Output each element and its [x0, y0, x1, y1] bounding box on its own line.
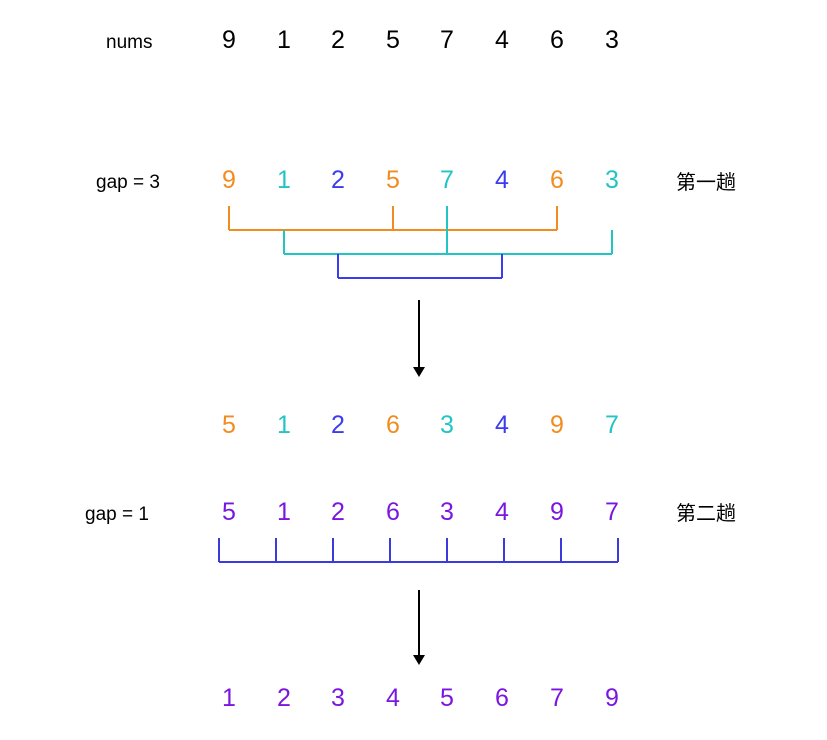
pass1-label: 第一趟: [676, 171, 736, 194]
result-value: 6: [495, 684, 509, 712]
gap1-value: 7: [605, 498, 619, 526]
gap1-value: 3: [440, 498, 454, 526]
number-rows: 9 1 2 5 7 4 6 3 9 1 2 5 7 4 6 3 5 1 2 6 3 4 9 7 5 1 2 6 3 4 9 7 1 2 3 4 5 6 7 9: [222, 26, 619, 712]
after-pass1-value: 9: [550, 411, 564, 439]
gap1-value: 4: [495, 498, 509, 526]
nums-value: 9: [222, 26, 236, 54]
group-brackets: [218, 206, 619, 563]
nums-value: 4: [495, 26, 509, 54]
gap3-value: 7: [440, 166, 454, 194]
nums-value: 1: [277, 26, 291, 54]
nums-value: 3: [605, 26, 619, 54]
gap3-value: 1: [277, 166, 291, 194]
after-pass1-value: 6: [386, 411, 400, 439]
gap3-value: 3: [605, 166, 619, 194]
result-value: 3: [331, 684, 345, 712]
after-pass1-value: 7: [605, 411, 619, 439]
after-pass1-value: 4: [495, 411, 509, 439]
gap3-value: 6: [550, 166, 564, 194]
nums-label: nums: [106, 32, 152, 53]
gap3-value: 5: [386, 166, 400, 194]
result-value: 1: [222, 684, 236, 712]
after-pass1-value: 5: [222, 411, 236, 439]
gap1-label: gap = 1: [85, 504, 149, 525]
nums-value: 5: [386, 26, 400, 54]
after-pass1-value: 3: [440, 411, 454, 439]
nums-value: 7: [440, 26, 454, 54]
nums-value: 6: [550, 26, 564, 54]
gap1-value: 2: [331, 498, 345, 526]
after-pass1-value: 1: [277, 411, 291, 439]
gap1-value: 5: [222, 498, 236, 526]
result-value: 7: [550, 684, 564, 712]
after-pass1-value: 2: [331, 411, 345, 439]
result-value: 5: [440, 684, 454, 712]
gap1-value: 1: [277, 498, 291, 526]
gap3-label: gap = 3: [96, 172, 160, 193]
gap3-value: 4: [495, 166, 509, 194]
result-value: 9: [605, 684, 619, 712]
gap1-value: 9: [550, 498, 564, 526]
pass2-label: 第二趟: [676, 502, 736, 525]
nums-value: 2: [331, 26, 345, 54]
gap3-value: 2: [331, 166, 345, 194]
gap3-value: 9: [222, 166, 236, 194]
gap1-value: 6: [386, 498, 400, 526]
result-value: 4: [386, 684, 400, 712]
result-value: 2: [277, 684, 291, 712]
